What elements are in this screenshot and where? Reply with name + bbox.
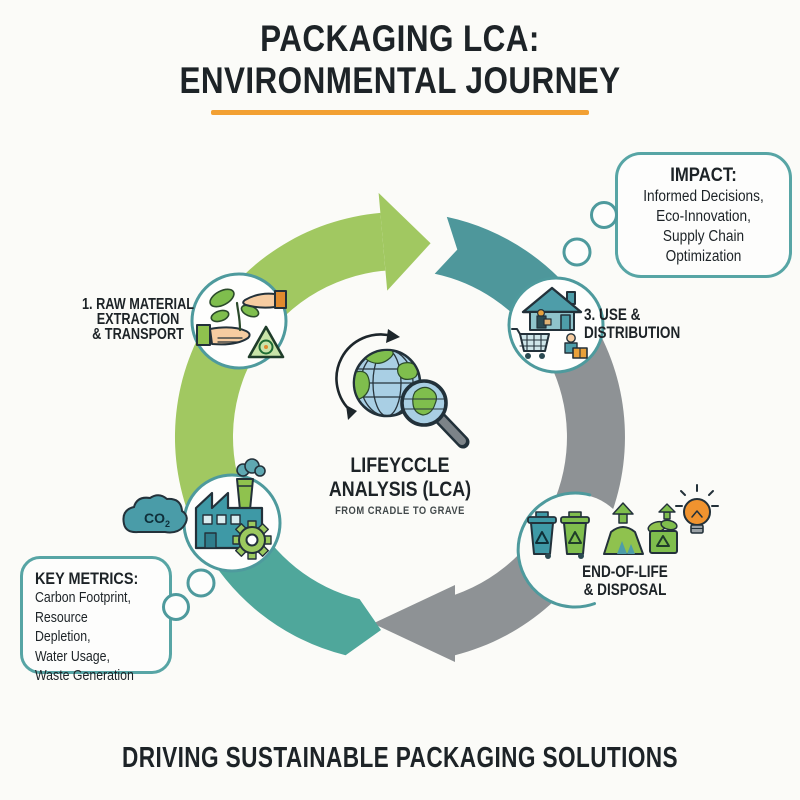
impact-callout: IMPACT: Informed Decisions, Eco-Innovati… — [615, 152, 792, 278]
center-heading-line2: ANALYSIS (LCA) — [328, 477, 472, 501]
key-metrics-bubble-bump — [162, 593, 190, 621]
stage3-label: 3. USE & DISTRIBUTION — [584, 306, 744, 342]
center-subtitle: FROM CRADLE TO GRAVE — [335, 505, 465, 517]
key-metrics-line: Carbon Footprint, — [35, 590, 131, 606]
impact-line: Supply Chain — [662, 228, 745, 245]
rotation-arrow-icon — [335, 329, 400, 420]
center-heading: LIFEYCCLE ANALYSIS (LCA) FROM CRADLE TO … — [295, 454, 505, 517]
lightbulb-icon — [675, 484, 719, 534]
page-title: PACKAGING LCA: ENVIRONMENTAL JOURNEY — [0, 18, 800, 102]
end-of-life-label-line: & DISPOSAL — [583, 580, 667, 599]
impact-heading: IMPACT: — [670, 165, 737, 186]
gray-arrowhead-icon — [373, 585, 455, 662]
stage1-label-line: EXTRACTION — [96, 311, 180, 328]
co2-subscript: 2 — [164, 518, 170, 529]
stage1-label: 1. RAW MATERIAL EXTRACTION & TRANSPORT — [52, 296, 224, 343]
title-underline — [211, 110, 589, 115]
footer-tagline: DRIVING SUSTAINABLE PACKAGING SOLUTIONS — [0, 742, 800, 775]
compost-box-icon — [647, 503, 678, 554]
page-title-line2: ENVIRONMENTAL JOURNEY — [179, 60, 621, 101]
factory-gear-icon — [194, 458, 272, 560]
end-of-life-arc — [516, 491, 596, 609]
center-heading-line1: LIFEYCCLE — [350, 454, 450, 477]
impact-bubble-bump — [590, 201, 618, 229]
impact-line: Eco-Innovation, — [656, 208, 751, 225]
house-cart-delivery-icon — [511, 286, 588, 359]
co2-text: CO — [143, 510, 165, 526]
key-metrics-bubble-float — [186, 568, 216, 598]
globe-magnifier-icon — [335, 329, 470, 449]
gear-icon — [232, 520, 272, 560]
end-of-life-label-line: END-OF-LIFE — [582, 563, 668, 581]
key-metrics-heading: KEY METRICS: — [35, 569, 139, 588]
stage1-label-line: 1. RAW MATERIAL — [81, 296, 195, 313]
impact-line: Optimization — [665, 248, 742, 265]
key-metrics-callout: KEY METRICS: Carbon Footprint, Resource … — [20, 556, 172, 684]
end-of-life-label: END-OF-LIFE & DISPOSAL — [545, 563, 705, 599]
recycle-bin-green-icon — [560, 511, 590, 559]
impact-line: Informed Decisions, — [643, 188, 764, 205]
landfill-icon — [603, 502, 644, 555]
co2-label: CO2 — [134, 510, 180, 529]
stage3-label-line: DISTRIBUTION — [584, 324, 681, 342]
hands-holding-seedling-icon — [196, 288, 287, 359]
key-metrics-line: Waste Generation — [35, 668, 134, 684]
key-metrics-line: Water Usage, — [35, 648, 110, 665]
stage3-label-line: 3. USE & — [584, 306, 641, 324]
co2-cloud-icon — [122, 494, 188, 534]
page-title-line1: PACKAGING LCA: — [260, 18, 540, 59]
gray-arc — [455, 311, 625, 656]
green-arrowhead-icon — [378, 192, 431, 291]
footer-tagline-text: DRIVING SUSTAINABLE PACKAGING SOLUTIONS — [121, 742, 679, 774]
recycle-bin-teal-icon — [527, 511, 557, 559]
impact-bubble-float — [562, 237, 592, 267]
stage1-label-line: & TRANSPORT — [92, 326, 184, 343]
recycle-bins-landfill-compost-lightbulb-icon — [527, 484, 719, 559]
key-metrics-line: Resource Depletion, — [35, 609, 91, 646]
